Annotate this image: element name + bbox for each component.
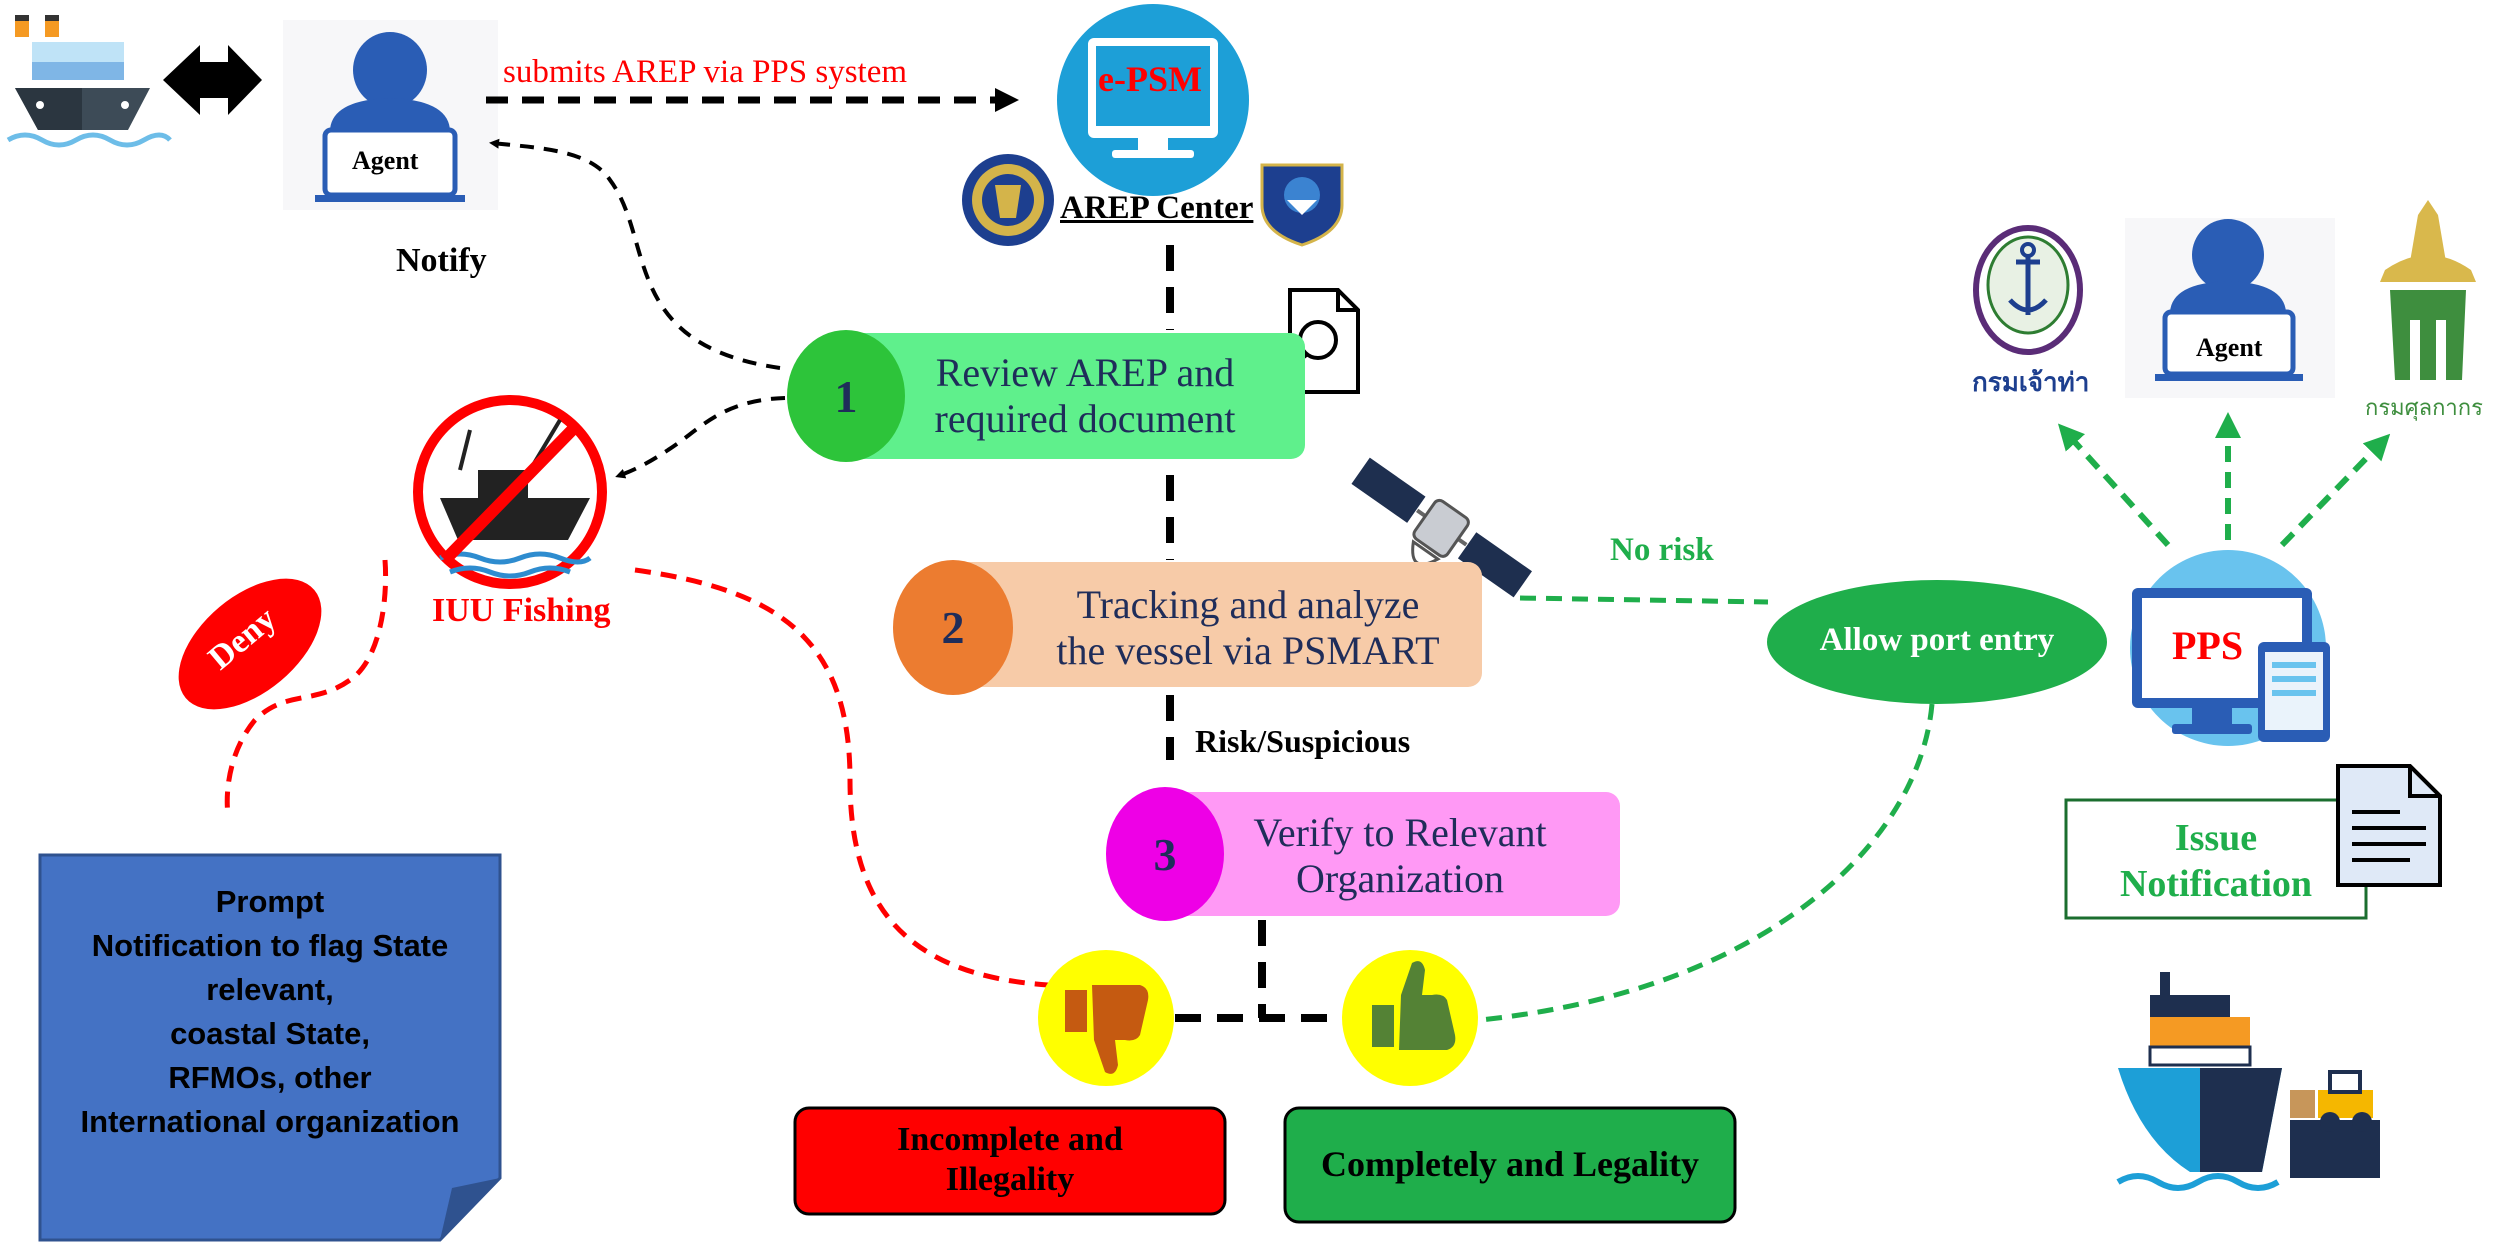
epsm-label: e-PSM [1098,59,1202,99]
marine-department-text: กรมเจ้าท่า [1972,368,2090,397]
epsm-monitor-icon [1057,4,1249,196]
pps-to-customs-arrow [2279,433,2391,548]
agent-top-label: Agent [352,146,419,175]
customs-department-logo-icon [2380,200,2476,380]
thumbs-down-icon [1038,950,1174,1086]
step-3-number: 3 [1106,787,1224,921]
agent-right-label: Agent [2196,333,2263,362]
deny-connector-line [224,559,389,816]
submit-arep-label: submits AREP via PPS system [503,54,908,90]
arep-center-label: AREP Center [1060,190,1254,226]
notify-label: Notify [396,242,487,279]
no-risk-label: No risk [1610,532,1714,568]
iuu-arrow [615,396,786,479]
ship-loading-icon [2116,972,2380,1191]
marine-department-seal-icon [1973,225,2083,355]
allow-port-entry-ellipse [1767,580,2107,704]
double-arrow-icon [163,45,262,115]
allow-port-entry-label: Allow port entry [1819,622,2055,658]
step-1-number: 1 [787,330,905,462]
complete-legality-box [1283,1106,1737,1224]
pps-to-marine-arrow [2057,423,2171,548]
step-2-box [950,562,1482,687]
step-1-box [845,333,1305,459]
fisheries-department-logo-icon [962,154,1054,246]
agent-icon-right [2125,218,2335,398]
step-2-number: 2 [893,560,1013,695]
prompt-note [38,853,502,1242]
risk-suspicious-label: Risk/Suspicious [1195,723,1411,759]
pps-computer-icon [2130,550,2330,746]
notify-arrow [489,138,781,370]
complete-legality-label: Completely and Legality [1321,1144,1699,1184]
issue-notification-box [2064,798,2368,920]
satellite-icon [1348,454,1535,601]
iuu-fishing-prohibited-icon [413,395,607,589]
agent-icon-top [283,20,498,210]
iuu-fishing-label: IUU Fishing [432,592,611,629]
customs-department-text: กรมศุลกากร [2365,395,2483,420]
thumbs-up-icon [1342,950,1478,1086]
step-3-box [1165,792,1620,916]
prompt-text: Prompt Notification to flag State releva… [80,884,460,1139]
legal-return-line [1479,703,1935,1023]
pps-label: PPS [2172,623,2244,668]
incomplete-illegality-box [793,1106,1227,1216]
cargo-ship-icon [6,15,172,148]
illegal-return-line [634,567,1049,988]
no-risk-line [1519,595,1769,605]
deny-ellipse [178,578,322,710]
document-icon [2336,764,2442,887]
fish-inspection-logo-icon [1260,163,1344,247]
